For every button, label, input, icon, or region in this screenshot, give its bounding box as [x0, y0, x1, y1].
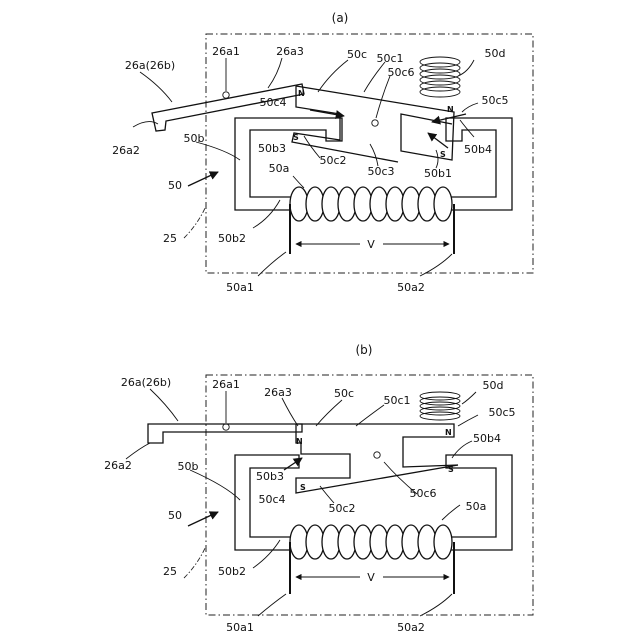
label-26a2: 26a2 — [112, 144, 140, 157]
lever-pivot-26a1 — [223, 92, 229, 98]
label-50c6: 50c6 — [387, 66, 414, 79]
label-50a2: 50a2 — [397, 621, 425, 634]
pole-n-left: N — [298, 89, 305, 98]
label-25: 25 — [163, 232, 177, 245]
panel-b: (b) N N S S — [104, 343, 533, 634]
leader-lines — [126, 389, 478, 616]
label-50c4: 50c4 — [258, 493, 285, 506]
label-50b2: 50b2 — [218, 232, 246, 245]
pole-n-right: N — [447, 105, 454, 114]
label-50c1: 50c1 — [383, 394, 410, 407]
label-26a3: 26a3 — [264, 386, 292, 399]
voltage-label: V — [367, 571, 375, 584]
panel-a-caption: (a) — [332, 11, 349, 25]
label-26a1: 26a1 — [212, 45, 240, 58]
pole-s-left: S — [300, 483, 306, 492]
label-50c5: 50c5 — [481, 94, 508, 107]
label-50b: 50b — [178, 460, 199, 473]
label-50a1: 50a1 — [226, 281, 254, 294]
coil-50a — [290, 525, 452, 559]
label-26a2: 26a2 — [104, 459, 132, 472]
voltage-label: V — [367, 238, 375, 251]
motion-arrow-50 — [188, 172, 218, 186]
label-50c6: 50c6 — [409, 487, 436, 500]
armature-pivot-50c6 — [374, 452, 380, 458]
panel-a: (a) N N S S — [112, 11, 533, 294]
reference-labels: 26a(26b) 26a1 26a3 26a2 50c 50c1 50d 50c… — [104, 376, 515, 634]
label-50b: 50b — [184, 132, 205, 145]
label-50b2: 50b2 — [218, 565, 246, 578]
panel-b-caption: (b) — [356, 343, 373, 357]
label-50a: 50a — [269, 162, 290, 175]
label-50a1: 50a1 — [226, 621, 254, 634]
label-50c2: 50c2 — [328, 502, 355, 515]
label-26a-26b: 26a(26b) — [125, 59, 175, 72]
label-50c4: 50c4 — [259, 96, 286, 109]
armature-pivot-50c6 — [372, 120, 378, 126]
spring-50d — [420, 57, 460, 97]
motion-arrow-50 — [188, 512, 218, 526]
label-50c5: 50c5 — [488, 406, 515, 419]
pole-s-right: S — [448, 465, 454, 474]
label-50: 50 — [168, 179, 182, 192]
armature-50c-outer-right — [296, 424, 458, 467]
lever-pivot-26a1 — [223, 424, 229, 430]
label-50b3: 50b3 — [258, 142, 286, 155]
pole-n-right: N — [445, 428, 452, 437]
label-50d: 50d — [483, 379, 504, 392]
label-50c2: 50c2 — [319, 154, 346, 167]
pole-s-left: S — [293, 133, 299, 142]
spring-50d — [420, 392, 460, 420]
label-25: 25 — [163, 565, 177, 578]
label-26a1: 26a1 — [212, 378, 240, 391]
motion-arrow-50c4 — [310, 110, 344, 116]
lever-26a — [148, 424, 302, 443]
label-50c: 50c — [334, 387, 354, 400]
label-26a-26b: 26a(26b) — [121, 376, 171, 389]
label-50c1: 50c1 — [376, 52, 403, 65]
pole-n-left: N — [296, 437, 303, 446]
label-50c: 50c — [347, 48, 367, 61]
pole-s-right: S — [440, 150, 446, 159]
label-50b3: 50b3 — [256, 470, 284, 483]
label-50b1: 50b1 — [424, 167, 452, 180]
label-50b4: 50b4 — [464, 143, 492, 156]
label-50a: 50a — [466, 500, 487, 513]
label-50c3: 50c3 — [367, 165, 394, 178]
label-50a2: 50a2 — [397, 281, 425, 294]
label-50d: 50d — [485, 47, 506, 60]
label-26a3: 26a3 — [276, 45, 304, 58]
motion-arrow-50b1 — [428, 133, 448, 148]
label-50: 50 — [168, 509, 182, 522]
armature-50c-outer — [296, 86, 454, 160]
coil-50a — [290, 187, 452, 221]
label-50b4: 50b4 — [473, 432, 501, 445]
